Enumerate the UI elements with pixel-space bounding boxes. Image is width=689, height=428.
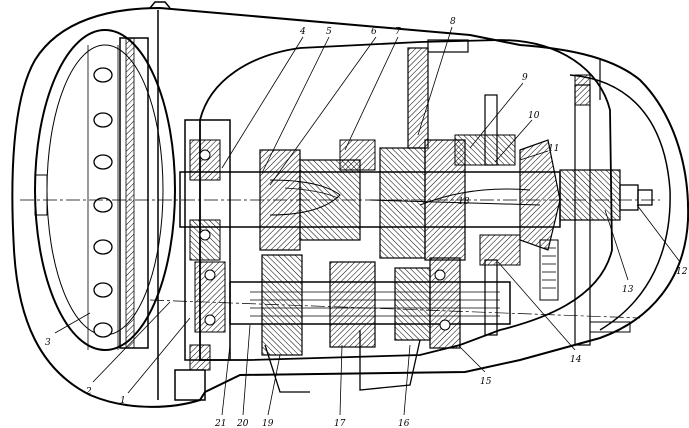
- callout-19: 19: [262, 419, 274, 428]
- callout-18: 18: [458, 197, 470, 207]
- callout-20: 20: [236, 419, 249, 428]
- callout-7: 7: [395, 27, 401, 37]
- callout-17: 17: [334, 419, 346, 428]
- lower-centerline: [149, 299, 641, 319]
- left-bearing-block: [174, 119, 231, 401]
- callout-5: 5: [326, 27, 332, 37]
- callout-8: 8: [450, 17, 456, 27]
- outer-housing: [11, 6, 689, 408]
- housing-top-seam: [149, 1, 171, 9]
- callout-14: 14: [570, 355, 582, 365]
- upper-right-housing: [407, 39, 521, 336]
- callout-6: 6: [371, 27, 377, 37]
- callout-3: 3: [45, 338, 51, 348]
- callout-16: 16: [398, 419, 410, 428]
- secondary-shaft: [229, 254, 511, 393]
- callout-4: 4: [299, 27, 306, 37]
- right-cover: [569, 74, 671, 331]
- leader-lines: [54, 26, 681, 416]
- callout-9: 9: [522, 73, 528, 83]
- callout-21: 21: [214, 419, 226, 428]
- callout-10: 10: [528, 111, 540, 121]
- inner-case: [199, 39, 613, 361]
- callout-13: 13: [622, 285, 634, 295]
- flywheel: [34, 10, 176, 400]
- right-mechanism: [519, 60, 653, 346]
- callout-12: 12: [676, 267, 688, 277]
- callout-1: 1: [120, 396, 126, 406]
- callout-2: 2: [85, 387, 92, 397]
- callout-15: 15: [480, 377, 492, 387]
- callout-11: 11: [548, 144, 559, 154]
